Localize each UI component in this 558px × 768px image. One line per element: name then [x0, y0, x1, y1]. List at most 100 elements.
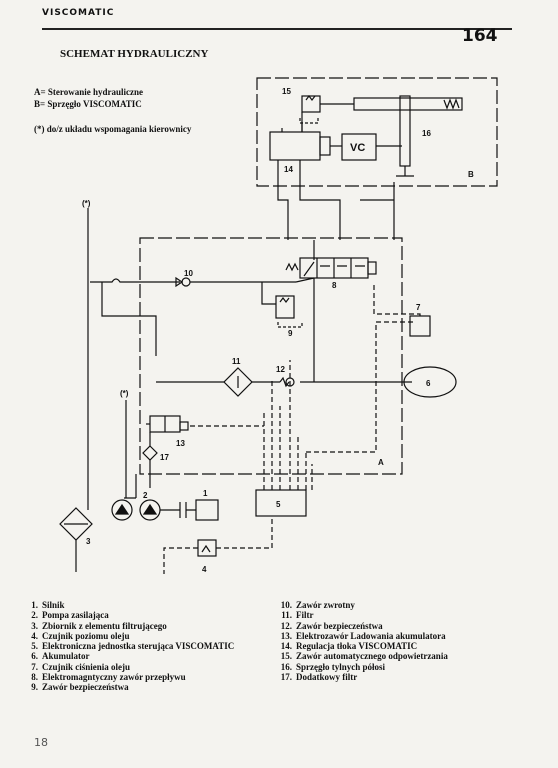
parts-list-number: 8. [31, 672, 38, 683]
box-b-outline [256, 77, 498, 187]
parts-list-label: Silnik [42, 600, 65, 610]
label-8: 8 [332, 281, 337, 290]
parts-list-number: 11. [281, 610, 292, 621]
parts-list-label: Zbiornik z elementu filtrującego [42, 620, 167, 631]
parts-list-label: Zawór bezpieczeństwa [296, 620, 383, 631]
parts-list-label: Elektroniczna jednostka sterująca VISCOM… [42, 641, 235, 652]
label-3: 3 [86, 537, 91, 546]
accumulator-valve-13 [146, 415, 189, 433]
label-16: 16 [422, 129, 431, 138]
parts-list-item: 5. Elektroniczna jednostka sterująca VISC… [20, 641, 234, 651]
parts-list-label: Sprzęgło tylnych półosi [296, 661, 386, 672]
label-7: 7 [416, 303, 421, 312]
oil-pressure-sensor-7 [409, 315, 431, 337]
parts-list-item: 15. Zawór automatycznego odpowietrzania [274, 651, 448, 661]
label-star-1: (*) [82, 199, 91, 208]
filter-11 [223, 367, 253, 397]
parts-list-number: 10. [280, 600, 292, 610]
parts-list-item: 4.Czujnik poziomu oleju [20, 631, 234, 641]
parts-list-item: 13. Elektrozawór Ladowania akumulatora [274, 631, 448, 641]
label-5: 5 [276, 500, 281, 509]
legend-b: B= Sprzęgło VISCOMATIC [34, 99, 142, 109]
check-valve-10 [181, 277, 191, 287]
bleed-valve-15 [299, 95, 354, 124]
parts-list-label: Czujnik poziomu oleju [42, 630, 130, 641]
parts-list-number: 5. [31, 641, 38, 652]
parts-list-item: 1. Silnik [20, 600, 234, 610]
label-4: 4 [202, 565, 207, 574]
parts-list-item: 6. Akumulator [20, 651, 234, 661]
ecu-5 [255, 489, 307, 517]
parts-list-item: 12. Zawór bezpieczeństwa [274, 621, 448, 631]
label-b: B [468, 170, 474, 179]
parts-list-label: Filtr [296, 610, 314, 621]
parts-list-item: 8. Elektromagntyczny zawór przepływu [20, 672, 234, 682]
parts-list-number: 15. [280, 651, 292, 662]
parts-list-item: 11. Filtr [274, 610, 448, 620]
header-rule [42, 28, 512, 30]
parts-list-number: 6. [31, 651, 38, 662]
parts-list-number: 9. [31, 682, 38, 693]
piston-cylinder-14 [269, 122, 342, 161]
label-vc: VC [350, 142, 365, 154]
safety-valve-9 [261, 282, 303, 328]
parts-list-label: Zawór zwrotny [296, 600, 355, 610]
parts-list-label: Zawór bezpieczeństwa [42, 682, 129, 693]
label-2: 2 [143, 491, 148, 500]
header-brand: VISCOMATIC [42, 8, 115, 18]
parts-list-left: 1. Silnik 2. Pompa zasilająca 3. Zbiornik z e… [20, 600, 234, 693]
parts-list-label: Elektromagntyczny zawór przepływu [42, 672, 186, 683]
label-15: 15 [282, 87, 291, 96]
parts-list-label: Dodatkowy filtr [296, 672, 358, 683]
parts-list-number: 3. [31, 620, 38, 631]
rear-clutch-16 [353, 95, 463, 177]
solenoid-valve-8 [285, 257, 377, 279]
page-number: 18 [34, 736, 48, 749]
parts-list-label: Regulacja tłoka VISCOMATIC [296, 641, 418, 652]
parts-list-item: 9. Zawór bezpieczeństwa [20, 682, 234, 692]
pump-2 [111, 499, 161, 521]
label-1: 1 [203, 489, 208, 498]
parts-list-item: 17. Dodatkowy filtr [274, 672, 448, 682]
parts-list-number: 17. [280, 672, 292, 683]
label-9: 9 [288, 329, 293, 338]
parts-list-number: 2. [31, 610, 38, 621]
vc-box [341, 133, 377, 161]
parts-list-item: 7. Czujnik ciśnienia oleju [20, 662, 234, 672]
parts-list-item: 10. Zawór zwrotny [274, 600, 448, 610]
parts-list-item: 14. Regulacja tłoka VISCOMATIC [274, 641, 448, 651]
parts-list-number: 1. [31, 600, 38, 610]
legend-ab: A= Sterowanie hydrauliczne B= Sprzęgło V… [34, 86, 143, 110]
label-star-2: (*) [120, 389, 129, 398]
parts-list-item: 2. Pompa zasilająca [20, 610, 234, 620]
label-11: 11 [232, 357, 241, 366]
parts-list-label: Elektrozawór Ladowania akumulatora [296, 630, 446, 641]
label-6: 6 [426, 379, 431, 388]
label-13: 13 [176, 439, 185, 448]
hydraulic-diagram: B A VC [59, 77, 498, 574]
parts-list-label: Akumulator [42, 651, 90, 662]
parts-list-number: 7. [31, 661, 38, 672]
label-10: 10 [184, 269, 193, 278]
parts-list-item: 16.Sprzęgło tylnych półosi [274, 662, 448, 672]
page-model-number: 164 [462, 26, 498, 46]
accumulator-6 [403, 366, 457, 398]
engine-1 [195, 499, 219, 521]
parts-list-number: 12. [280, 620, 292, 631]
parts-list-number: 13. [280, 630, 292, 641]
box-a-outline [139, 237, 403, 475]
filter-17 [142, 445, 158, 461]
reservoir-filter-3 [59, 507, 93, 541]
parts-list-item: 3. Zbiornik z elementu filtrującego [20, 621, 234, 631]
parts-list-label: Czujnik ciśnienia oleju [42, 661, 131, 672]
parts-list-number: 14. [280, 641, 292, 652]
label-14: 14 [284, 165, 293, 174]
label-17: 17 [160, 453, 169, 462]
parts-list-right: 10. Zawór zwrotny 11. Filtr 12. Zawór bezpiec… [274, 600, 448, 682]
legend-a: A= Sterowanie hydrauliczne [34, 87, 143, 97]
parts-list-label: Pompa zasilająca [42, 610, 109, 621]
parts-list-label: Zawór automatycznego odpowietrzania [296, 651, 448, 662]
legend-note: (*) do/z układu wspomagania kierownicy [34, 124, 192, 134]
label-a: A [378, 458, 384, 467]
label-12: 12 [276, 365, 285, 374]
